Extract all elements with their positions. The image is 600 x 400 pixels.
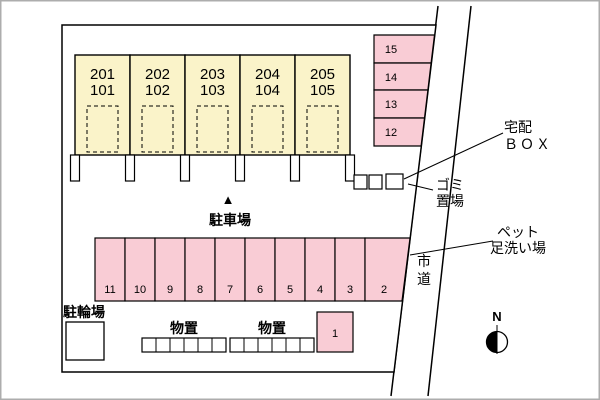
bicycle-parking-label: 駐輪場 xyxy=(63,304,105,320)
pet-wash-label-line2: 足洗い場 xyxy=(490,240,546,256)
garbage-leader-line xyxy=(407,183,434,191)
parking-space-10-number: 10 xyxy=(134,284,146,296)
parking-space-15-number: 15 xyxy=(385,44,397,56)
terrace-unit-204 xyxy=(251,105,284,153)
delivery-box xyxy=(385,173,404,190)
garbage-box-1 xyxy=(353,174,368,190)
parking-lot-label: 駐車場 xyxy=(209,212,251,228)
parking-space-10 xyxy=(124,237,156,302)
unit-204-lower: 104 xyxy=(255,82,280,99)
parking-space-3 xyxy=(334,237,366,302)
partition-wall-1 xyxy=(69,154,81,182)
parking-space-9-number: 9 xyxy=(167,284,173,296)
unit-205-upper: 205 xyxy=(310,66,335,83)
garbage-area-label-line1: ゴミ xyxy=(436,177,464,193)
city-road-label-char2: 道 xyxy=(417,271,431,287)
parking-space-14 xyxy=(373,62,432,91)
city-road-label-char1: 市 xyxy=(417,253,431,269)
pet-wash-leader-line xyxy=(409,240,494,256)
terrace-unit-203 xyxy=(196,105,229,153)
unit-202-upper: 202 xyxy=(145,66,170,83)
parking-space-15 xyxy=(373,34,436,64)
partition-wall-2 xyxy=(124,154,136,182)
parking-space-1 xyxy=(316,311,354,353)
parking-space-4 xyxy=(304,237,336,302)
parking-space-3-number: 3 xyxy=(347,284,353,296)
terrace-unit-202 xyxy=(141,105,174,153)
parking-space-5 xyxy=(274,237,306,302)
parking-space-14-number: 14 xyxy=(385,72,397,84)
storage-label-2: 物置 xyxy=(258,320,286,336)
storage-label-1: 物置 xyxy=(170,320,198,336)
parking-space-8 xyxy=(184,237,216,302)
unit-202-lower: 102 xyxy=(145,82,170,99)
storage-sheds: 物置 物置 xyxy=(141,320,315,353)
garbage-delivery-boxes xyxy=(353,173,404,190)
unit-204-upper: 204 xyxy=(255,66,280,83)
parking-space-12-number: 12 xyxy=(385,127,397,139)
parking-space-6 xyxy=(244,237,276,302)
parking-side-column: 15 14 13 12 xyxy=(373,34,436,147)
compass-north-letter: N xyxy=(492,309,501,324)
unit-202 xyxy=(129,54,186,156)
road-edge-right xyxy=(427,5,472,397)
parking-space-12 xyxy=(373,117,426,147)
parking-space-8-number: 8 xyxy=(197,284,203,296)
parking-row: 11 10 9 8 7 6 5 4 3 2 xyxy=(94,237,411,302)
unit-204 xyxy=(239,54,296,156)
compass: N xyxy=(485,309,509,354)
partition-wall-5 xyxy=(289,154,301,182)
garbage-box-2 xyxy=(368,174,383,190)
unit-201-lower: 101 xyxy=(90,82,115,99)
parking-space-7 xyxy=(214,237,246,302)
parking-space-13-number: 13 xyxy=(385,99,397,111)
unit-203 xyxy=(184,54,241,156)
bicycle-parking-area xyxy=(65,321,105,361)
parking-space-4-number: 4 xyxy=(317,284,323,296)
parking-space-13 xyxy=(373,89,429,119)
parking-marker-triangle: ▲ xyxy=(222,192,235,207)
parking-space-5-number: 5 xyxy=(287,284,293,296)
unit-205-lower: 105 xyxy=(310,82,335,99)
unit-201-upper: 201 xyxy=(90,66,115,83)
partition-wall-4 xyxy=(234,154,246,182)
terrace-unit-201 xyxy=(86,105,119,153)
parking-space-9 xyxy=(154,237,186,302)
parking-space-1-number: 1 xyxy=(332,328,338,340)
unit-205 xyxy=(294,54,351,156)
terrace-unit-205 xyxy=(306,105,339,153)
parking-space-2-number: 2 xyxy=(381,284,387,296)
compass-half-fill xyxy=(486,331,497,353)
parking-space-11-number: 11 xyxy=(104,284,115,296)
partition-wall-6 xyxy=(344,154,356,182)
delivery-box-leader-line xyxy=(403,132,504,180)
unit-203-lower: 103 xyxy=(200,82,225,99)
partition-wall-3 xyxy=(179,154,191,182)
unit-203-upper: 203 xyxy=(200,66,225,83)
garbage-area-label-line2: 置場 xyxy=(436,193,464,209)
parking-space-6-number: 6 xyxy=(257,284,263,296)
building-units: 201 101 202 102 203 103 204 104 205 105 xyxy=(69,54,356,182)
parking-space-2 xyxy=(364,237,411,302)
pet-wash-label-line1: ペット xyxy=(497,224,539,240)
delivery-box-label-line1: 宅配 xyxy=(504,119,532,135)
delivery-box-label-line2: ＢＯＸ xyxy=(504,136,552,152)
parking-space-7-number: 7 xyxy=(227,284,233,296)
